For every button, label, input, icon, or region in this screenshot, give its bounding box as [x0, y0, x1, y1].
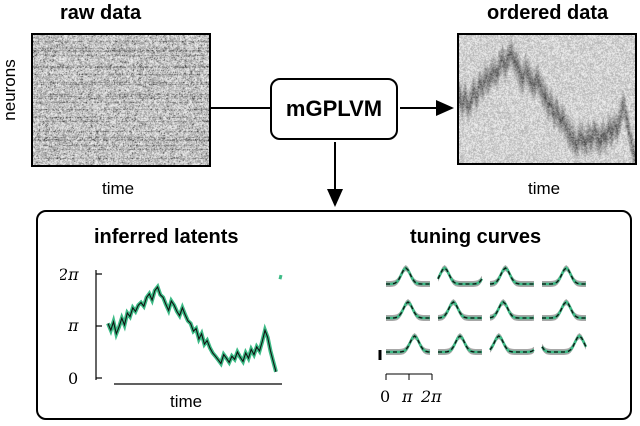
latents-fit-line	[106, 282, 278, 373]
raw-data-xlabel: time	[102, 179, 135, 198]
tuning-true-curve	[489, 267, 534, 285]
latents-true-line	[107, 285, 277, 372]
tuning-true-curve	[438, 335, 482, 353]
mgplvm-box: mGPLVM	[270, 78, 398, 140]
flow-arrows	[211, 100, 454, 207]
latents-ytick-label-0: 0	[68, 369, 78, 388]
tuning-true-curve	[542, 301, 586, 319]
mgplvm-label: mGPLVM	[285, 96, 383, 121]
tuning-true-curve	[542, 267, 586, 285]
tuning-curves-grid: 0 π 2π	[378, 265, 588, 406]
tuning-title: tuning curves	[410, 226, 542, 248]
tuning-uncertainty-band	[542, 333, 586, 355]
tuning-true-curve	[386, 267, 430, 285]
ordered-data-title: ordered data	[487, 2, 609, 24]
tuning-true-curve	[437, 267, 483, 285]
latents-title: inferred latents	[94, 226, 239, 248]
latents-wrapped-segment	[278, 274, 283, 280]
tuning-true-curve	[489, 301, 535, 319]
tuning-uncertainty-band	[438, 333, 482, 355]
tuning-xtick-label-pi: π	[401, 387, 413, 406]
tuning-true-curve	[541, 335, 587, 353]
tuning-true-curve	[489, 335, 535, 353]
ordered-data-xlabel: time	[528, 179, 561, 198]
tuning-true-curve	[386, 335, 431, 353]
latents-ytick-label-pi: π	[67, 316, 79, 335]
tuning-uncertainty-band	[438, 265, 482, 287]
tuning-true-curve	[437, 301, 482, 319]
latents-ytick-label-2pi: 2π	[60, 265, 79, 284]
ordered-data-heatmap	[457, 33, 637, 165]
raw-data-title: raw data	[60, 2, 142, 24]
latents-plot: 2π π 0	[60, 265, 283, 388]
latents-trace	[106, 274, 283, 373]
tuning-uncertainty-band	[386, 299, 430, 321]
latents-xlabel: time	[170, 392, 203, 411]
raw-data-heatmap	[31, 33, 211, 167]
tuning-true-curve	[386, 301, 430, 319]
tuning-xtick-label-0: 0	[380, 387, 390, 406]
tuning-xtick-label-2pi: 2π	[420, 387, 442, 406]
